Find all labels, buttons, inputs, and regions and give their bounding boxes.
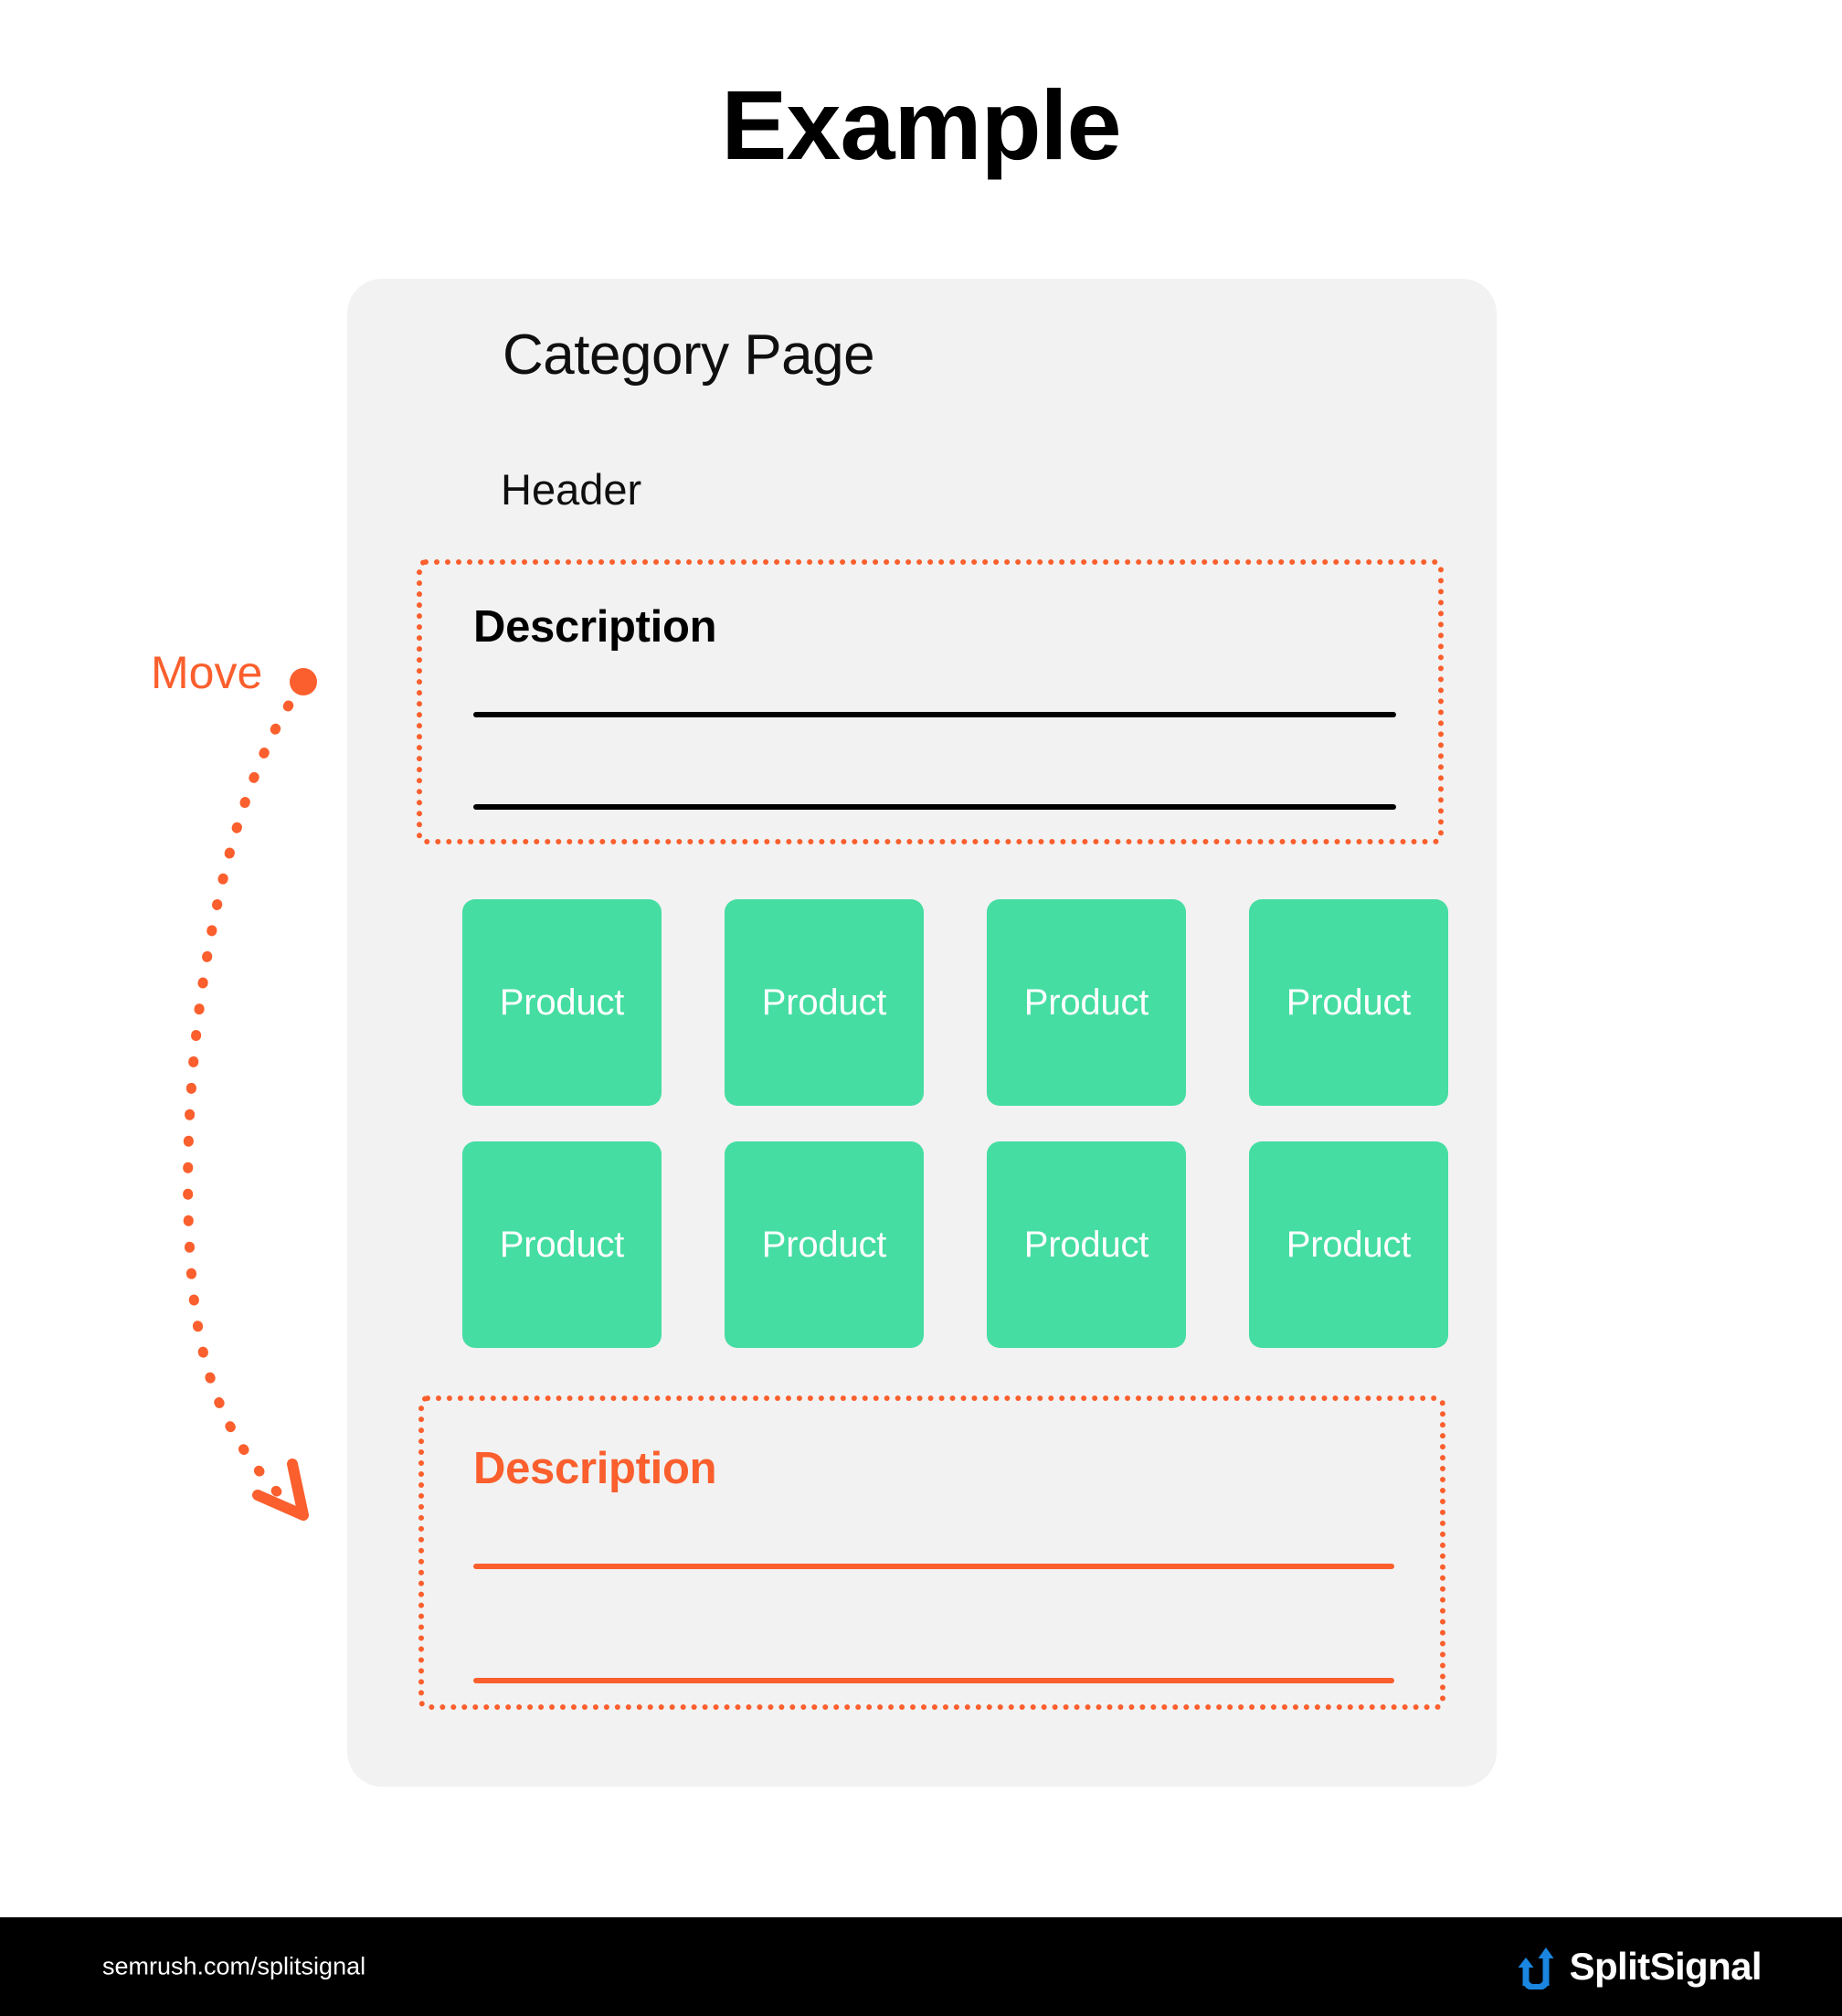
product-tile[interactable]: Product — [462, 1141, 662, 1348]
product-tile[interactable]: Product — [987, 1141, 1186, 1348]
description-block-original: Description — [417, 559, 1444, 844]
product-tile-label: Product — [1286, 981, 1412, 1023]
category-page-heading: Category Page — [503, 324, 875, 387]
splitsignal-logo[interactable]: SplitSignal — [1515, 1944, 1763, 1989]
page-title: Example — [721, 69, 1121, 180]
product-tile-label: Product — [499, 981, 625, 1023]
description-block-moved: Description — [418, 1395, 1445, 1710]
product-tile-label: Product — [1286, 1224, 1412, 1265]
product-tile-label: Product — [761, 1224, 887, 1265]
product-tile-label: Product — [499, 1224, 625, 1265]
product-tile[interactable]: Product — [1249, 899, 1448, 1106]
product-grid: Product Product Product Product Product … — [462, 899, 1449, 1348]
product-tile[interactable]: Product — [725, 899, 924, 1106]
product-tile[interactable]: Product — [1249, 1141, 1448, 1348]
move-arrow-path — [183, 678, 309, 1515]
split-arrow-icon — [1518, 1947, 1554, 1989]
footer-bar: semrush.com/splitsignal SplitSignal — [0, 1917, 1842, 2016]
description-text-line — [473, 1564, 1394, 1569]
anchor-dot-icon — [290, 668, 317, 695]
arrowhead-icon — [252, 1459, 309, 1521]
header-label: Header — [501, 465, 642, 514]
product-tile-label: Product — [1023, 981, 1149, 1023]
description-heading-original: Description — [473, 602, 717, 652]
description-text-line — [473, 1678, 1394, 1683]
product-tile[interactable]: Product — [462, 899, 662, 1106]
splitsignal-logo-text: SplitSignal — [1569, 1945, 1763, 1988]
description-text-line — [473, 712, 1396, 717]
product-tile[interactable]: Product — [987, 899, 1186, 1106]
product-tile-label: Product — [761, 981, 887, 1023]
move-annotation-label: Move — [151, 647, 263, 698]
product-tile[interactable]: Product — [725, 1141, 924, 1348]
description-text-line — [473, 804, 1396, 810]
product-tile-label: Product — [1023, 1224, 1149, 1265]
description-heading-moved: Description — [473, 1444, 717, 1493]
footer-url[interactable]: semrush.com/splitsignal — [102, 1952, 366, 1980]
